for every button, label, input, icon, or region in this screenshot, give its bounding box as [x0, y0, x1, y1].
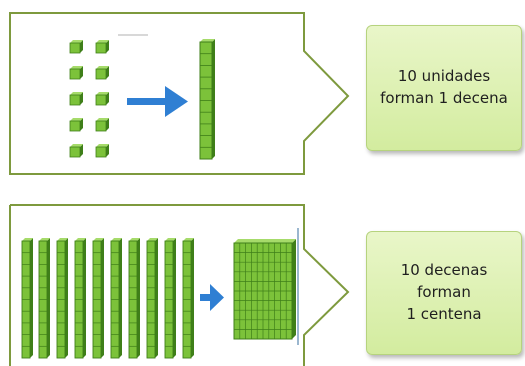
label-line: forman 1 decena — [380, 89, 508, 107]
arrow-right-icon — [200, 284, 224, 311]
hundred-flat — [233, 239, 296, 340]
label-line: 10 decenas forman — [400, 261, 488, 302]
ten-rod — [21, 237, 34, 359]
ten-rod — [56, 237, 69, 359]
label-text: 10 unidades forman 1 decena — [380, 66, 508, 110]
ten-rod — [146, 237, 159, 359]
ten-rod — [110, 237, 123, 359]
arrow-right-icon — [127, 86, 188, 117]
panel-top-outline — [9, 12, 350, 175]
ten-rod — [74, 237, 87, 359]
ten-rod — [92, 237, 105, 359]
label-units-to-ten: 10 unidades forman 1 decena — [366, 25, 522, 151]
label-tens-to-hundred: 10 decenas forman 1 centena — [366, 231, 522, 355]
ten-rod — [128, 237, 141, 359]
label-line: 10 unidades — [397, 67, 491, 86]
ten-rod — [199, 39, 215, 160]
ten-rod — [182, 237, 195, 359]
ten-rods-group — [21, 237, 195, 359]
ten-rod — [164, 237, 177, 359]
ten-rod — [38, 237, 51, 359]
label-line: 1 centena — [406, 304, 482, 323]
label-text: 10 decenas forman 1 centena — [379, 260, 509, 325]
